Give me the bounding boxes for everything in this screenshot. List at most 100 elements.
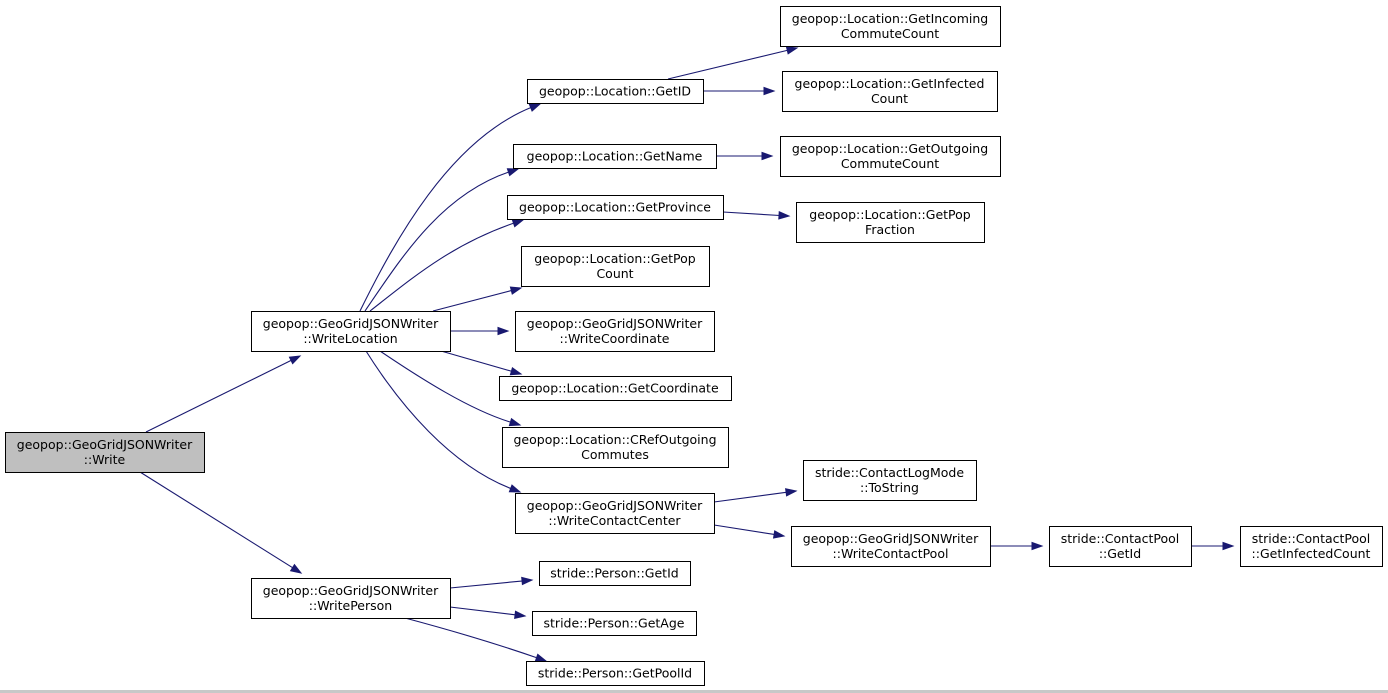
node-write-location[interactable]: geopop::GeoGridJSONWriter::WriteLocation <box>251 311 451 352</box>
node-person-get-pool-id[interactable]: stride::Person::GetPoolId <box>526 661 705 686</box>
arrowhead-icon <box>785 46 799 55</box>
node-box <box>251 578 451 619</box>
node-label-line: ::WriteContactCenter <box>548 513 681 528</box>
node-label-line: ::WritePerson <box>309 598 392 613</box>
edges-layer <box>139 46 1235 662</box>
node-box <box>532 611 697 636</box>
arrowhead-icon <box>534 653 548 662</box>
arrowhead-icon <box>508 484 522 493</box>
edge-line <box>404 617 538 659</box>
edge-writeLocation-to-writeContactCenter <box>365 350 522 493</box>
node-location-get-name[interactable]: geopop::Location::GetName <box>513 144 717 169</box>
node-contact-log-mode-to-string[interactable]: stride::ContactLogMode::ToString <box>803 460 977 501</box>
node-label-line: CommuteCount <box>841 156 939 171</box>
node-box <box>803 460 977 501</box>
node-location-get-province[interactable]: geopop::Location::GetProvince <box>507 195 724 220</box>
node-box <box>499 376 732 401</box>
node-box <box>5 432 205 473</box>
node-label-line: geopop::GeoGridJSONWriter <box>803 531 979 546</box>
node-label-line: geopop::Location::GetIncoming <box>792 11 988 26</box>
edge-write-to-writeLocation <box>145 355 302 433</box>
edge-line <box>713 491 788 503</box>
node-location-get-infected-count[interactable]: geopop::Location::GetInfectedCount <box>782 71 998 112</box>
node-label-line: geopop::GeoGridJSONWriter <box>263 583 439 598</box>
node-box <box>502 427 729 468</box>
edge-writeLocation-to-getID <box>359 103 542 312</box>
arrowhead-icon <box>509 366 523 376</box>
node-label-line: CommuteCount <box>841 26 939 41</box>
edge-line <box>432 289 513 312</box>
node-write-coordinate[interactable]: geopop::GeoGridJSONWriter::WriteCoordina… <box>515 311 715 352</box>
node-box <box>526 661 705 686</box>
edge-line <box>369 222 515 312</box>
node-label-line: geopop::Location::GetName <box>527 149 703 164</box>
edge-line <box>365 350 512 490</box>
arrowhead-icon <box>508 417 522 427</box>
node-label-line: stride::Person::GetPoolId <box>538 666 692 681</box>
node-label-line: ::GetInfectedCount <box>1252 546 1371 561</box>
arrowhead-icon <box>772 530 786 539</box>
node-label-line: stride::Person::GetAge <box>544 616 685 631</box>
edge-writePerson-to-personGetAge <box>449 606 527 620</box>
node-write-contact-center[interactable]: geopop::GeoGridJSONWriter::WriteContactC… <box>515 493 715 534</box>
edge-writeContactCenter-to-writeContactPool <box>713 524 786 539</box>
edge-writeLocation-to-getProvince <box>369 219 525 312</box>
edge-getName-to-getOutgoing <box>716 151 774 161</box>
node-contact-pool-get-id[interactable]: stride::ContactPool::GetId <box>1049 526 1192 567</box>
arrowhead-icon <box>778 211 791 220</box>
node-box <box>251 311 451 352</box>
node-box <box>513 144 717 169</box>
arrowhead-icon <box>497 326 510 336</box>
node-location-get-id[interactable]: geopop::Location::GetID <box>527 79 704 104</box>
node-label-line: Count <box>871 91 908 106</box>
edge-getID-to-getInfected <box>703 86 776 96</box>
node-location-get-coordinate[interactable]: geopop::Location::GetCoordinate <box>499 376 732 401</box>
node-write-contact-pool[interactable]: geopop::GeoGridJSONWriter::WriteContactP… <box>791 526 991 567</box>
edge-line <box>449 580 524 589</box>
node-person-get-age[interactable]: stride::Person::GetAge <box>532 611 697 636</box>
arrowhead-icon <box>521 576 534 586</box>
node-label-line: geopop::Location::GetCoordinate <box>511 381 719 396</box>
arrowhead-icon <box>1222 541 1235 551</box>
node-box <box>515 311 715 352</box>
node-box <box>507 195 724 220</box>
node-label-line: stride::Person::GetId <box>550 566 678 581</box>
arrowhead-icon <box>289 563 303 574</box>
arrowhead-icon <box>785 488 798 497</box>
edge-line <box>359 106 532 312</box>
node-label-line: geopop::Location::CRefOutgoing <box>513 432 716 447</box>
arrowhead-icon <box>511 219 525 228</box>
node-label-line: geopop::Location::GetOutgoing <box>792 141 988 156</box>
bottom-divider <box>0 690 1388 693</box>
edge-writeLocation-to-getName <box>364 168 520 312</box>
arrowhead-icon <box>1031 541 1044 551</box>
node-contact-pool-get-infected-count[interactable]: stride::ContactPool::GetInfectedCount <box>1240 526 1383 567</box>
edge-line <box>713 524 776 536</box>
node-label-line: ::WriteContactPool <box>833 546 949 561</box>
node-label-line: Count <box>596 266 633 281</box>
edge-line <box>449 606 517 616</box>
node-label-line: geopop::Location::GetID <box>539 84 691 99</box>
node-person-get-id[interactable]: stride::Person::GetId <box>539 561 691 586</box>
edge-line <box>139 471 294 569</box>
node-label-line: ::ToString <box>860 480 919 495</box>
node-write[interactable]: geopop::GeoGridJSONWriter::Write <box>5 432 205 473</box>
edge-writeContactPool-to-poolGetId <box>990 541 1044 551</box>
node-label-line: geopop::Location::GetProvince <box>519 200 711 215</box>
node-write-person[interactable]: geopop::GeoGridJSONWriter::WritePerson <box>251 578 451 619</box>
edge-writeLocation-to-getCoordinate <box>440 350 523 376</box>
edge-writeLocation-to-writeCoordinate <box>450 326 510 336</box>
node-box <box>782 71 998 112</box>
node-location-get-outgoing-commute-count[interactable]: geopop::Location::GetOutgoingCommuteCoun… <box>780 136 1001 177</box>
node-label-line: ::WriteCoordinate <box>560 331 670 346</box>
arrowhead-icon <box>528 103 542 112</box>
node-label-line: geopop::Location::GetPop <box>534 251 696 266</box>
node-label-line: geopop::Location::GetPop <box>809 207 971 222</box>
edge-getProvince-to-getPopFraction <box>722 211 791 220</box>
node-location-get-incoming-commute-count[interactable]: geopop::Location::GetIncomingCommuteCoun… <box>780 6 1001 47</box>
node-box <box>527 79 704 104</box>
